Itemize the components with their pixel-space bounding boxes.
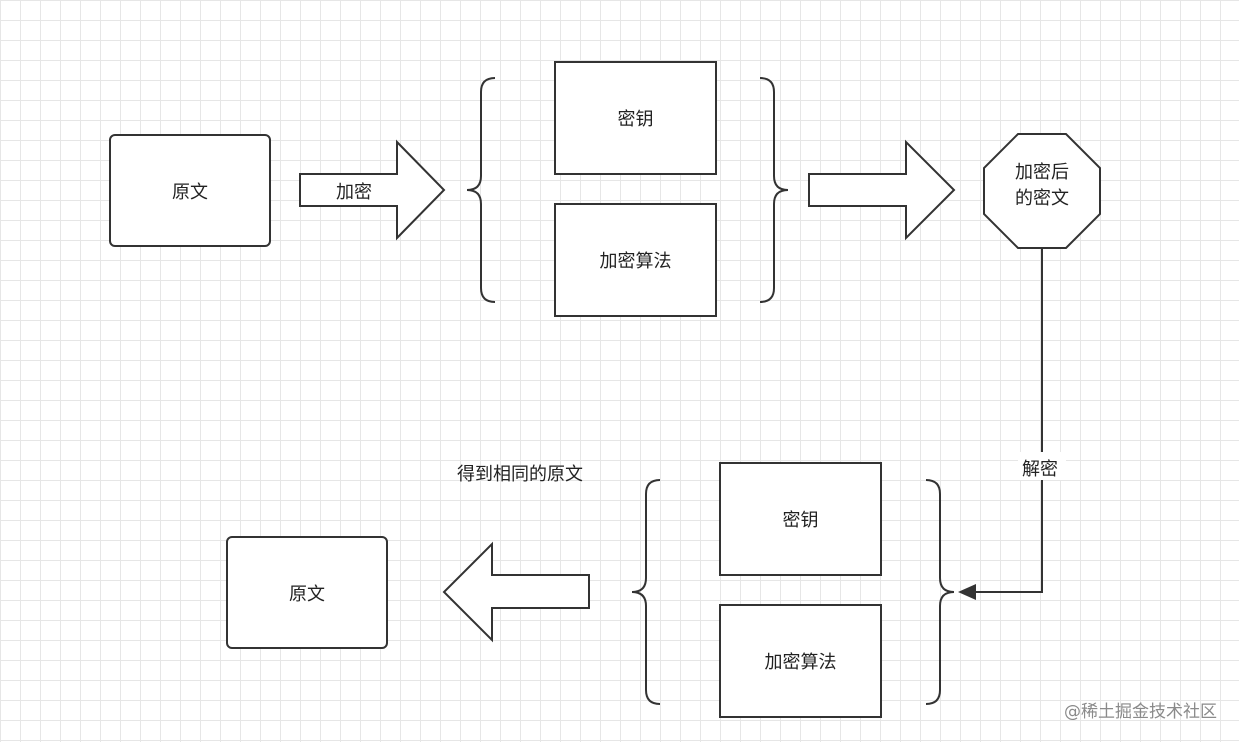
top-left-brace (466, 77, 496, 303)
restored-plaintext-box: 原文 (226, 536, 388, 649)
key-box-bottom: 密钥 (719, 462, 882, 576)
decrypt-connector (972, 248, 1043, 593)
key-label-bottom: 密钥 (782, 510, 819, 531)
bottom-left-brace (631, 479, 661, 705)
ciphertext-label: 加密后 的密文 (984, 160, 1100, 212)
bottom-right-brace (925, 479, 955, 705)
key-label-top: 密钥 (617, 109, 654, 130)
algorithm-box-bottom: 加密算法 (719, 604, 882, 718)
algorithm-box-top: 加密算法 (554, 203, 717, 317)
restored-plaintext-label: 原文 (289, 583, 325, 605)
plaintext-label: 原文 (172, 181, 208, 203)
ciphertext-octagon (983, 133, 1101, 249)
plaintext-box: 原文 (109, 134, 271, 247)
result-caption: 得到相同的原文 (457, 464, 583, 485)
ciphertext-line-2: 的密文 (1015, 188, 1069, 209)
algorithm-label-bottom: 加密算法 (764, 652, 837, 673)
decrypt-label-bg (1018, 452, 1066, 480)
encrypt-arrow (299, 139, 446, 241)
algorithm-label-top: 加密算法 (599, 251, 672, 272)
encrypt-label: 加密 (336, 182, 372, 203)
restore-arrow (442, 541, 590, 643)
decrypt-arrowhead (958, 584, 976, 600)
top-right-brace (759, 77, 789, 303)
watermark: @稀土掘金技术社区 (1064, 702, 1217, 722)
result-arrow (808, 139, 956, 241)
key-box-top: 密钥 (554, 61, 717, 175)
decrypt-label: 解密 (1022, 459, 1058, 480)
ciphertext-line-1: 加密后 (1015, 162, 1069, 183)
